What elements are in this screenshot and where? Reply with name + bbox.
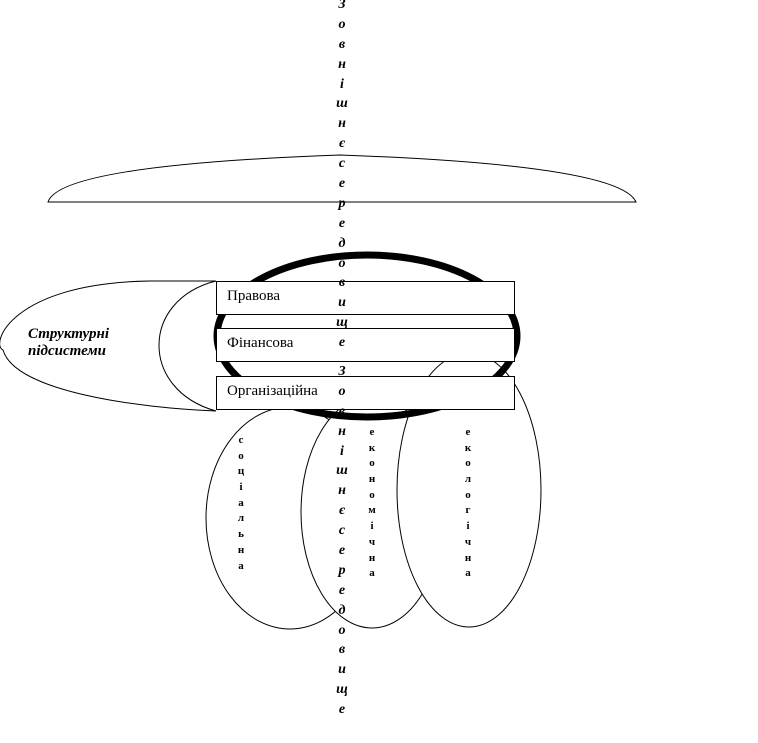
vertical-letter: о (338, 383, 346, 399)
vertical-letter: д (338, 602, 346, 618)
subsystem-label-legal: Правова (227, 288, 281, 304)
vertical-letter: д (338, 235, 346, 251)
vertical-letter: н (338, 56, 346, 72)
vertical-letter: р (338, 562, 346, 578)
vertical-letter: о (238, 449, 244, 462)
vertical-letter: З (338, 364, 346, 379)
vertical-letter: н (368, 473, 376, 486)
vertical-letter: н (464, 551, 472, 564)
vertical-letter: с (338, 523, 346, 539)
structure-outer-lens (0, 280, 217, 412)
vertical-letter: н (368, 551, 376, 564)
vertical-letter: в (338, 403, 346, 419)
subsystem-box-financial: Фінансова (216, 328, 515, 362)
vertical-letter: е (338, 176, 346, 192)
vertical-letter: ь (238, 528, 244, 541)
vertical-letter: е (338, 335, 346, 351)
subsystem-box-legal: Правова (216, 281, 515, 315)
vertical-letter: ш (336, 96, 348, 112)
vertical-letter: о (338, 255, 346, 271)
vertical-letter: в (338, 36, 346, 52)
vertical-letter: е (369, 426, 375, 438)
vertical-letter: о (465, 457, 471, 470)
vertical-letter: в (338, 275, 346, 291)
vertical-letter: н (338, 483, 346, 499)
upper-dome-shape (47, 154, 637, 203)
vertical-letter: л (237, 512, 245, 525)
vertical-letter: и (338, 662, 346, 678)
vertical-letter: ш (336, 463, 348, 479)
vertical-letter: ч (368, 535, 376, 548)
vertical-letter: г (465, 504, 471, 517)
vertical-letter: р (338, 195, 346, 211)
vertical-letter: е (338, 582, 346, 598)
vertical-letter: а (238, 559, 244, 572)
vertical-letter: л (464, 473, 472, 486)
vertical-letter: н (237, 543, 245, 556)
subsystem-box-organizational: Організаційна (216, 376, 515, 410)
vertical-letter: щ (336, 315, 348, 331)
vertical-letter: є (339, 136, 345, 152)
vertical-letter: і (370, 520, 374, 533)
vertical-letter: є (339, 503, 345, 519)
vertical-letter: е (465, 426, 471, 438)
subsystem-label-organizational: Організаційна (227, 383, 318, 399)
vertical-letter: З (338, 0, 346, 12)
vertical-letter: щ (336, 682, 348, 698)
vertical-letter: ч (464, 535, 472, 548)
vertical-letter: м (368, 504, 376, 517)
vertical-letter: а (369, 567, 375, 580)
vertical-letter: о (369, 457, 375, 470)
vertical-letter: о (338, 16, 346, 32)
vertical-letter: с (238, 434, 244, 446)
vertical-letter: о (465, 488, 471, 501)
vertical-letter: о (369, 488, 375, 501)
vertical-letter: е (338, 543, 346, 559)
vertical-letter: а (238, 496, 244, 509)
vertical-letter: і (239, 481, 243, 494)
structure-inner-arc (158, 280, 217, 412)
vertical-letter: і (466, 520, 470, 533)
structure-label-line1: Структурні (28, 326, 109, 342)
vertical-letter: а (465, 567, 471, 580)
subsystem-label-financial: Фінансова (227, 335, 294, 351)
vertical-letter: о (338, 622, 346, 638)
vertical-letter: ц (237, 465, 245, 478)
structure-label: Структурні підсистеми (28, 326, 109, 360)
vertical-letter: и (338, 295, 346, 311)
vertical-letter: к (368, 441, 376, 454)
vertical-letter: е (338, 215, 346, 231)
vertical-letter: с (338, 156, 346, 172)
vertical-letter: і (340, 76, 344, 92)
vertical-letter: н (338, 116, 346, 132)
structure-label-line2: підсистеми (28, 343, 106, 359)
vertical-letter: е (338, 702, 346, 718)
vertical-letter: н (338, 423, 346, 439)
vertical-letter: і (340, 443, 344, 459)
vertical-letter: к (464, 441, 472, 454)
vertical-letter: в (338, 642, 346, 658)
